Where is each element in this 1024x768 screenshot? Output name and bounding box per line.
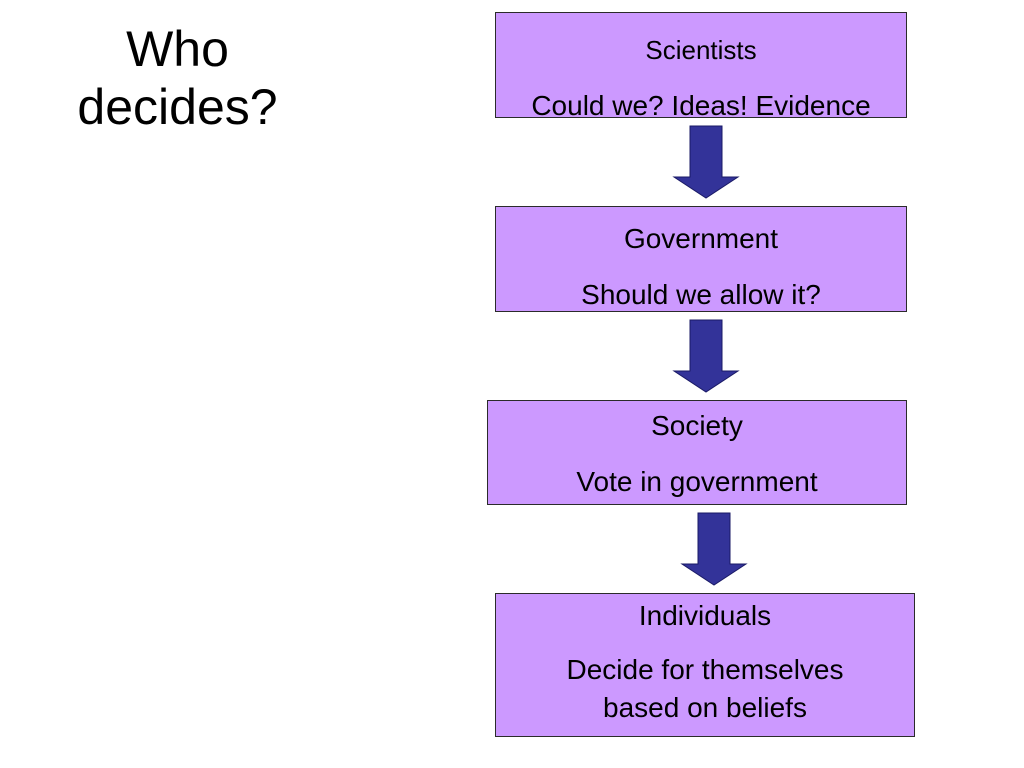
flow-box-body: Could we? Ideas! Evidence	[531, 90, 871, 121]
flow-box-heading: Scientists	[645, 35, 757, 65]
flow-box-individuals: Individuals Decide for themselves based …	[495, 593, 915, 737]
flow-box-body: Should we allow it?	[581, 279, 821, 310]
flow-box-body: Vote in government	[576, 466, 818, 497]
flow-box-body-line-2: based on beliefs	[603, 692, 807, 723]
down-arrow-2	[672, 319, 740, 393]
slide-title-line-1: Who	[126, 21, 229, 77]
flow-box-heading: Individuals	[638, 600, 772, 631]
flow-box-society: Society Vote in government	[487, 400, 907, 505]
flow-box-government: Government Should we allow it?	[495, 206, 907, 312]
slide-title: Who decides?	[40, 20, 315, 136]
flow-box-heading: Government	[623, 223, 779, 254]
flow-box-heading: Society	[651, 410, 743, 441]
slide-title-line-2: decides?	[77, 79, 278, 135]
flow-box-body-line-1: Decide for themselves	[566, 654, 844, 685]
down-arrow-3	[680, 512, 748, 586]
flow-box-scientists: Scientists Could we? Ideas! Evidence	[495, 12, 907, 121]
down-arrow-1	[672, 125, 740, 199]
